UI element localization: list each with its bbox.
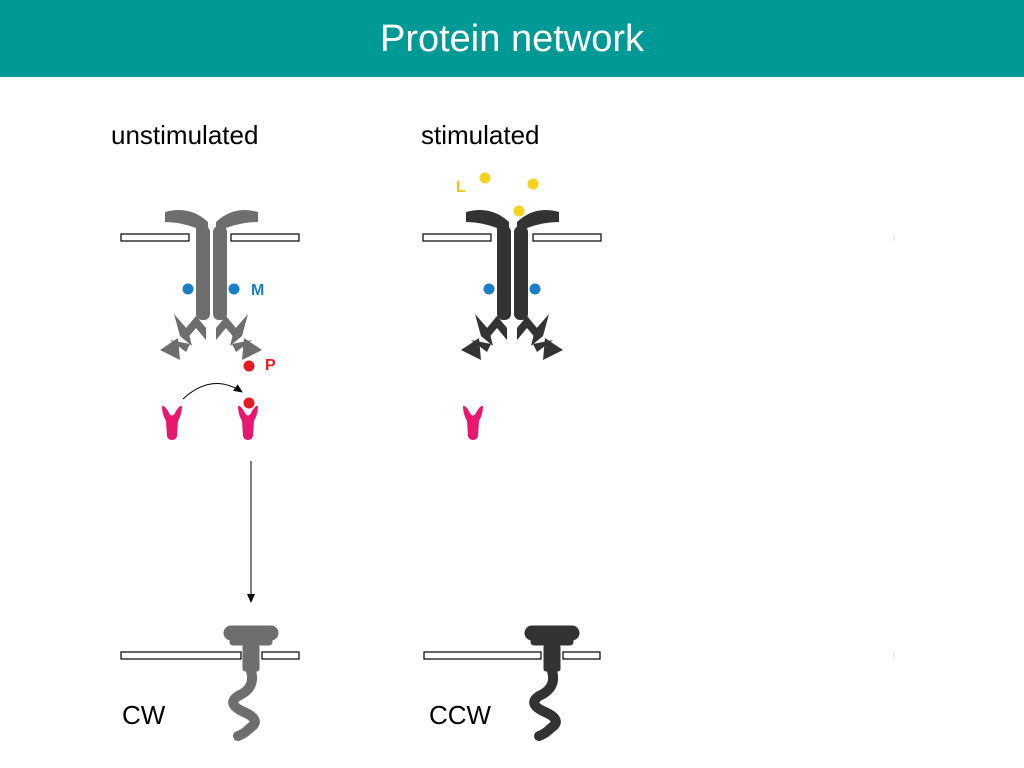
phosphate-label: P [265, 357, 276, 374]
membrane-segment [120, 651, 242, 660]
ligand [527, 178, 539, 190]
response-regulator [463, 405, 483, 440]
ligand-bound [513, 205, 525, 217]
membrane-segment [120, 233, 190, 242]
title-banner [0, 0, 1024, 77]
methyl-group [529, 283, 541, 295]
methyl-group [228, 283, 240, 295]
faint-mark [893, 652, 895, 659]
membrane-segment [532, 233, 602, 242]
stimulated-heading: stimulated [421, 120, 540, 150]
flagellar-motor-unstimulated [224, 626, 278, 736]
phosphate-group [243, 397, 255, 409]
membrane-segment [562, 651, 601, 660]
methyl-label: M [251, 282, 265, 299]
faint-mark [893, 234, 895, 241]
receptor-unstimulated [160, 209, 262, 360]
slide-title: Protein network [379, 18, 644, 60]
unstimulated-heading: unstimulated [111, 120, 259, 150]
phosphate-group [243, 360, 255, 372]
methyl-group [483, 283, 495, 295]
membrane-segment [422, 233, 492, 242]
motor-state-ccw: CCW [429, 700, 492, 730]
response-regulator-phosphorylated [238, 405, 258, 440]
membrane-segment [230, 233, 300, 242]
receptor-stimulated [461, 209, 563, 360]
methyl-group [182, 283, 194, 295]
response-regulator [162, 405, 182, 440]
unstimulated-panel [120, 209, 300, 736]
ligand [479, 172, 491, 184]
membrane-segment [423, 651, 542, 660]
stimulated-panel [422, 172, 602, 737]
membrane-segment [261, 651, 300, 660]
motor-state-cw: CW [122, 700, 166, 730]
flagellar-motor-stimulated [525, 626, 579, 736]
phosphotransfer-arrow [182, 383, 243, 400]
ligand-label: L [456, 179, 466, 196]
